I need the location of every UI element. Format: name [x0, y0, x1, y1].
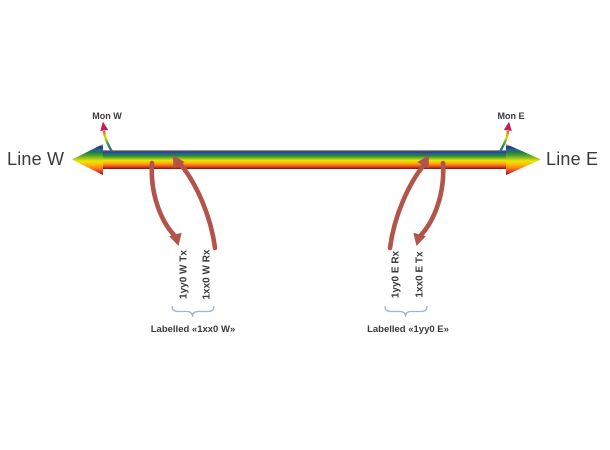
east-rx-port-label: 1yy0 E Rx: [390, 250, 402, 299]
mon-w-tap-arrow: [100, 121, 114, 153]
west-group-brace: [171, 305, 215, 318]
mon-w-tap-curve: [102, 130, 114, 153]
mon-e-arrowhead-icon: [503, 121, 512, 132]
mon-w-label: Mon W: [92, 111, 122, 121]
line-w-label: Line W: [7, 149, 65, 169]
east-rx-arrowhead-icon: [417, 155, 429, 169]
east-arrowhead-icon: [506, 144, 541, 175]
east-group-brace: [384, 305, 428, 318]
west-rx-port-label: 1xx0 W Rx: [201, 249, 213, 300]
east-rx-arrow: [387, 162, 427, 251]
west-rx-arrowhead-icon: [173, 155, 185, 169]
east-tx-arrowhead-icon: [413, 232, 426, 246]
east-tx-port-label: 1xx0 E Tx: [414, 251, 426, 298]
east-group-caption: Labelled «1yy0 E»: [367, 324, 449, 335]
west-arrowhead-icon: [72, 144, 103, 175]
west-tx-arrowhead-icon: [169, 232, 182, 246]
east-tx-arrow: [418, 160, 446, 238]
west-group-caption: Labelled «1xx0 W»: [150, 324, 236, 335]
wdm-trunk-line: [100, 150, 508, 169]
west-tx-port-label: 1yy0 W Tx: [178, 250, 190, 299]
line-e-label: Line E: [546, 149, 599, 169]
west-tx-arrow: [149, 160, 177, 238]
mon-e-tap-arrow: [498, 121, 512, 153]
mon-w-arrowhead-icon: [100, 121, 109, 132]
west-rx-arrow: [178, 162, 218, 251]
mon-e-tap-curve: [498, 130, 510, 153]
mon-e-label: Mon E: [497, 111, 525, 121]
